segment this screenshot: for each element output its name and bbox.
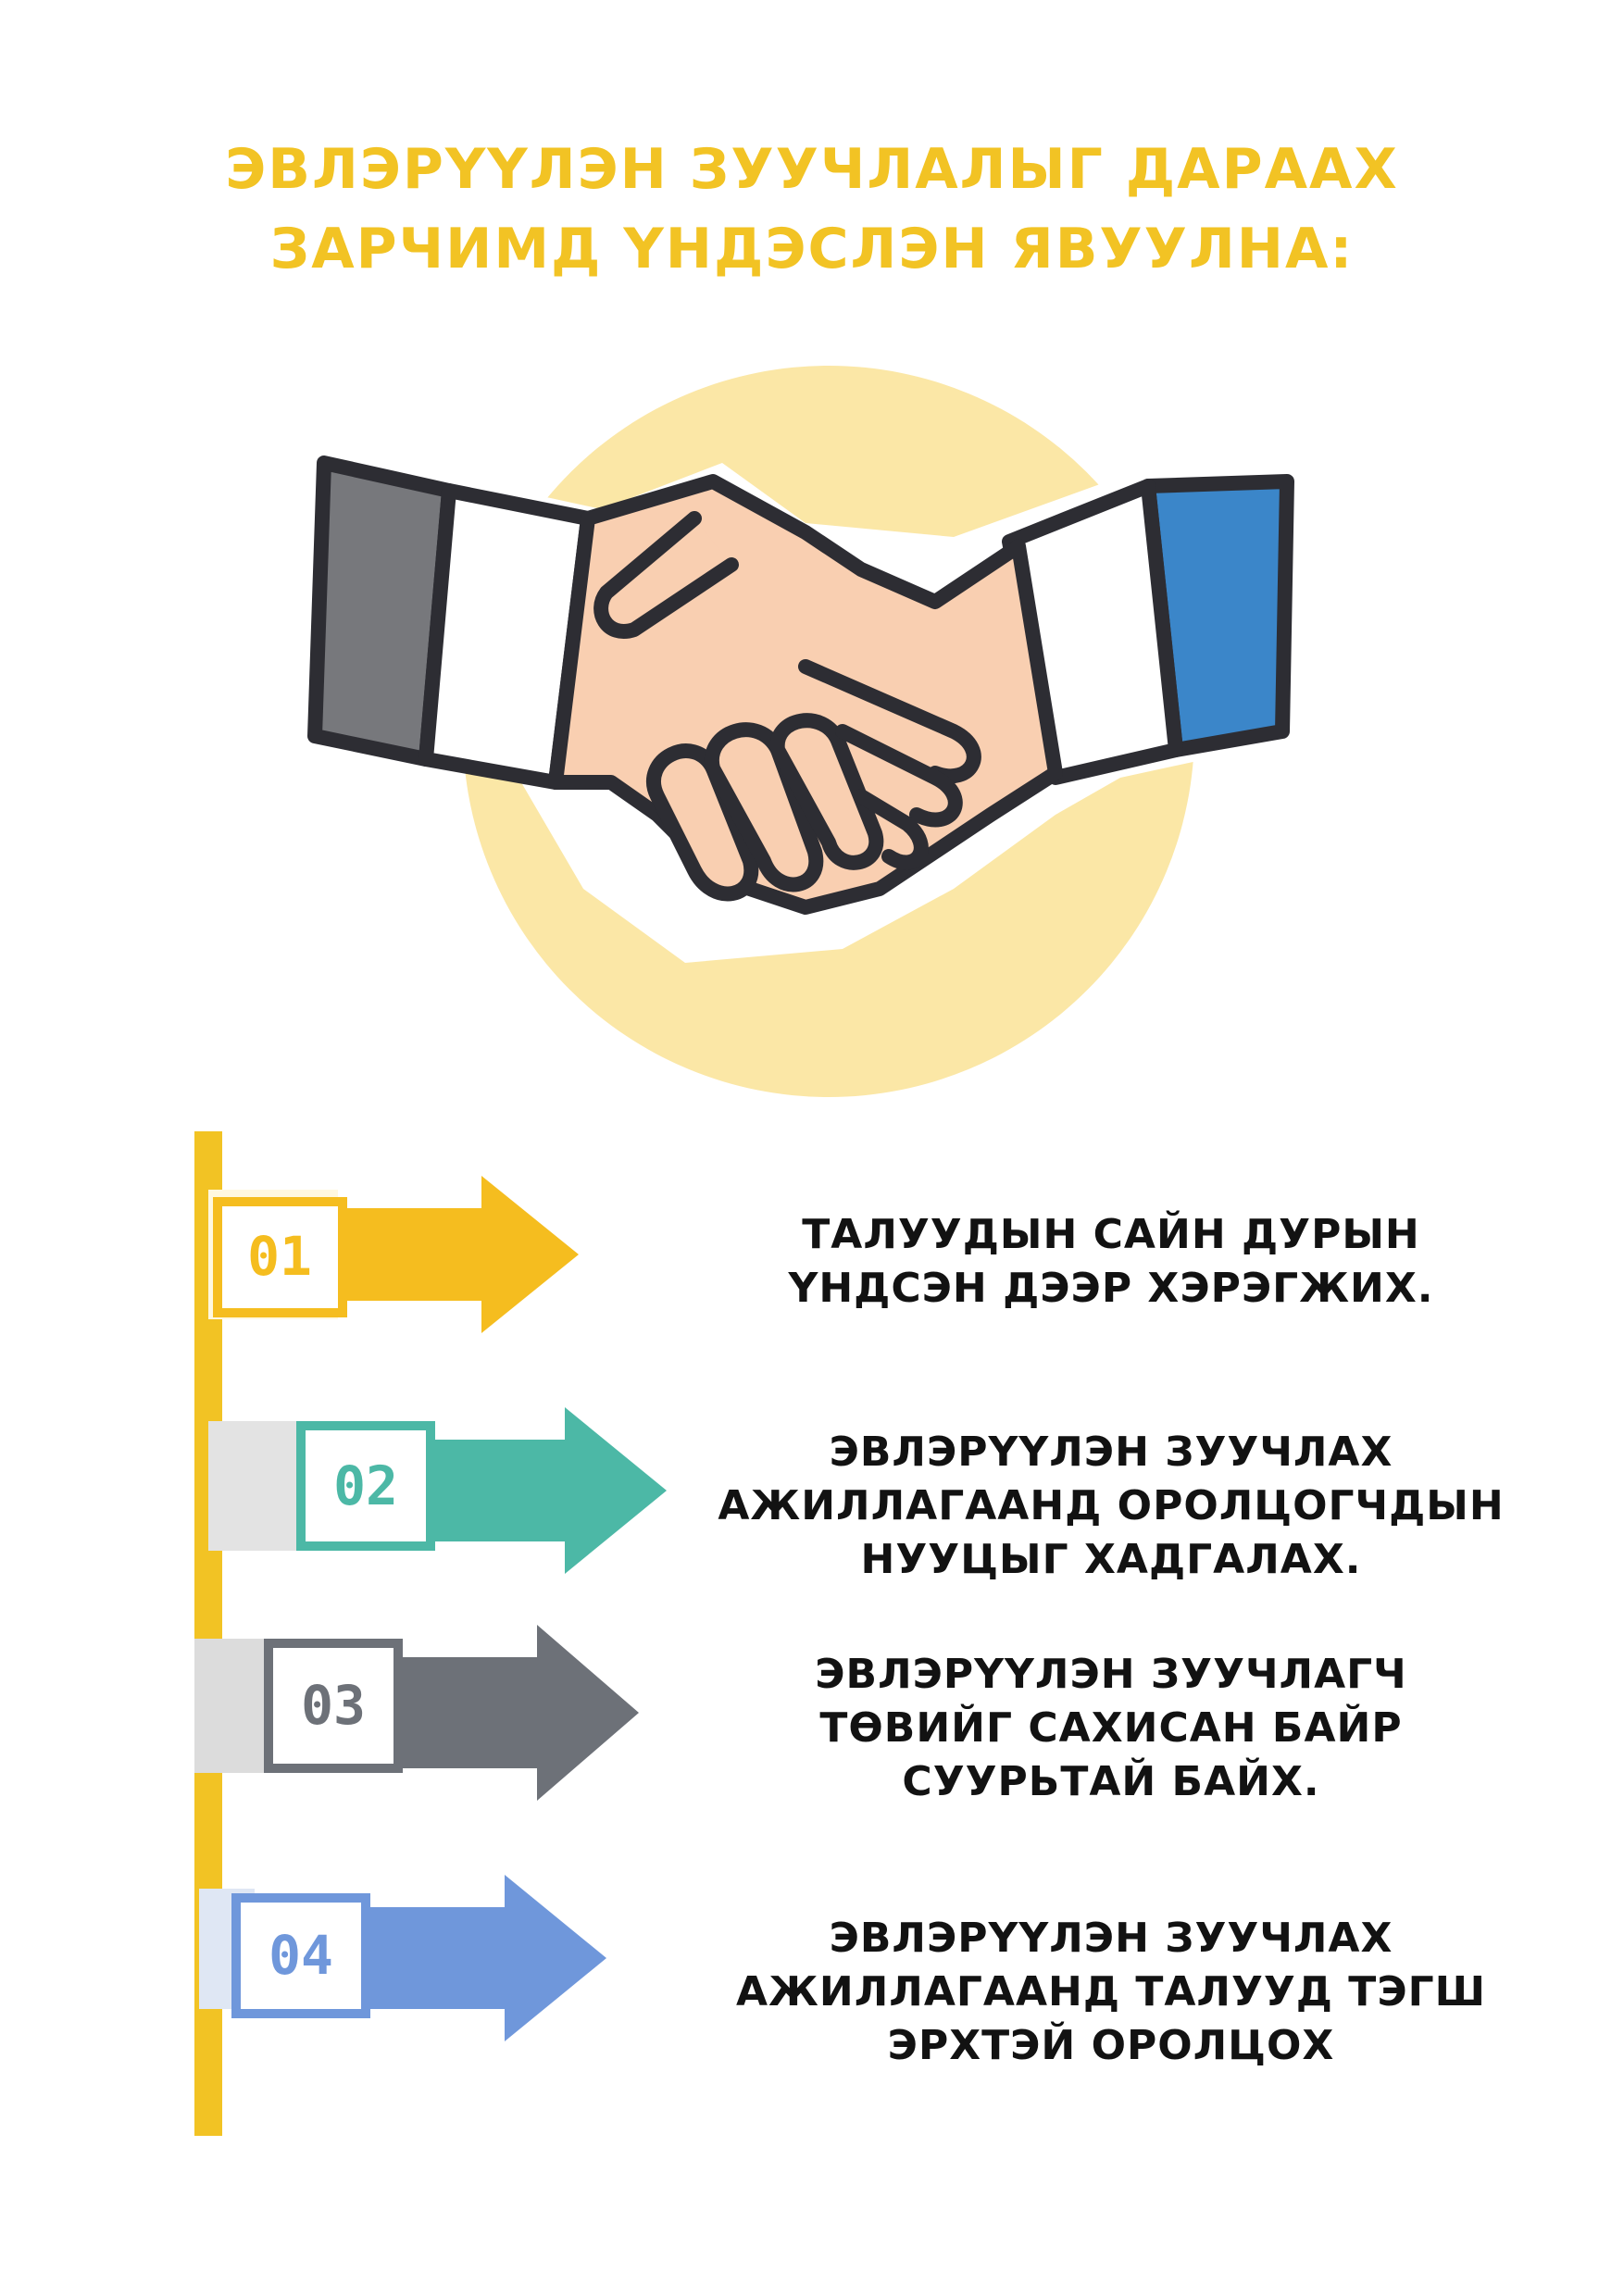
- step-3-text: ЭВЛЭРҮҮЛЭН ЗУУЧЛАГЧ ТӨВИЙГ САХИСАН БАЙР …: [648, 1648, 1574, 1809]
- steps-graphic: [194, 1131, 667, 2136]
- step-3-shadow: [194, 1639, 269, 1773]
- step-3-box: [264, 1639, 403, 1773]
- page-heading: ЭВЛЭРҮҮЛЭН ЗУУЧЛАЛЫГ ДАРААХ ЗАРЧИМД ҮНДЭ…: [0, 130, 1624, 289]
- step-1-text: ТАЛУУДЫН САЙН ДУРЫН ҮНДСЭН ДЭЭР ХЭРЭГЖИХ…: [648, 1208, 1574, 1316]
- heading-line-1: ЭВЛЭРҮҮЛЭН ЗУУЧЛАЛЫГ ДАРААХ: [225, 137, 1399, 202]
- handshake-illustration: [287, 296, 1352, 1111]
- finger-line-1: [798, 659, 981, 784]
- step-2-line-3: НУУЦЫГ ХАДГАЛАХ.: [860, 1536, 1362, 1583]
- step-4-line-3: ЭРХТЭЙ ОРОЛЦОХ: [887, 2022, 1335, 2069]
- finger-3: [769, 713, 884, 870]
- step-2-arrow: [421, 1407, 667, 1574]
- step-2-line-1: ЭВЛЭРҮҮЛЭН ЗУУЧЛАХ: [829, 1429, 1393, 1476]
- step-3-line-1: ЭВЛЭРҮҮЛЭН ЗУУЧЛАГЧ: [815, 1651, 1407, 1698]
- step-2-number: 02: [333, 1454, 398, 1517]
- step-3-line-2: ТӨВИЙГ САХИСАН БАЙР: [819, 1704, 1403, 1752]
- step-2-line-2: АЖИЛЛАГААНД ОРОЛЦОГЧДЫН: [718, 1482, 1505, 1529]
- step-4-line-1: ЭВЛЭРҮҮЛЭН ЗУУЧЛАХ: [829, 1915, 1393, 1962]
- step-1-arrow: [338, 1176, 579, 1333]
- step-2-text: ЭВЛЭРҮҮЛЭН ЗУУЧЛАХ АЖИЛЛАГААНД ОРОЛЦОГЧД…: [648, 1426, 1574, 1587]
- step-3-arrow: [398, 1625, 639, 1801]
- step-1-line-1: ТАЛУУДЫН САЙН ДУРЫН: [802, 1211, 1420, 1258]
- step-4-line-2: АЖИЛЛАГААНД ТАЛУУД ТЭГШ: [735, 1968, 1486, 2015]
- step-1-line-2: ҮНДСЭН ДЭЭР ХЭРЭГЖИХ.: [788, 1265, 1434, 1312]
- step-3-number: 03: [301, 1674, 366, 1737]
- step-2-box: [296, 1421, 435, 1551]
- step-4-arrow: [361, 1875, 606, 2041]
- step-3-line-3: СУУРЬТАЙ БАЙХ.: [902, 1758, 1320, 1805]
- finger-line-3: [854, 789, 929, 870]
- heading-line-2: ЗАРЧИМД ҮНДЭСЛЭН ЯВУУЛНА:: [269, 217, 1355, 281]
- thumb: [593, 511, 739, 639]
- step-1-number: 01: [247, 1225, 312, 1288]
- principles-list: 01 02 03 04 ТАЛУУДЫН САЙН ДУРЫН ҮНДСЭН Д…: [0, 1120, 1624, 2148]
- finger-line-2: [835, 724, 963, 828]
- handshake-icon: [307, 366, 1294, 1097]
- step-1-box: [213, 1197, 347, 1317]
- step-2-shadow: [208, 1421, 310, 1551]
- step-4-box: [231, 1893, 370, 2018]
- step-4-number: 04: [269, 1924, 333, 1987]
- finger-2: [704, 722, 824, 892]
- step-4-text: ЭВЛЭРҮҮЛЭН ЗУУЧЛАХ АЖИЛЛАГААНД ТАЛУУД ТЭ…: [648, 1912, 1574, 2073]
